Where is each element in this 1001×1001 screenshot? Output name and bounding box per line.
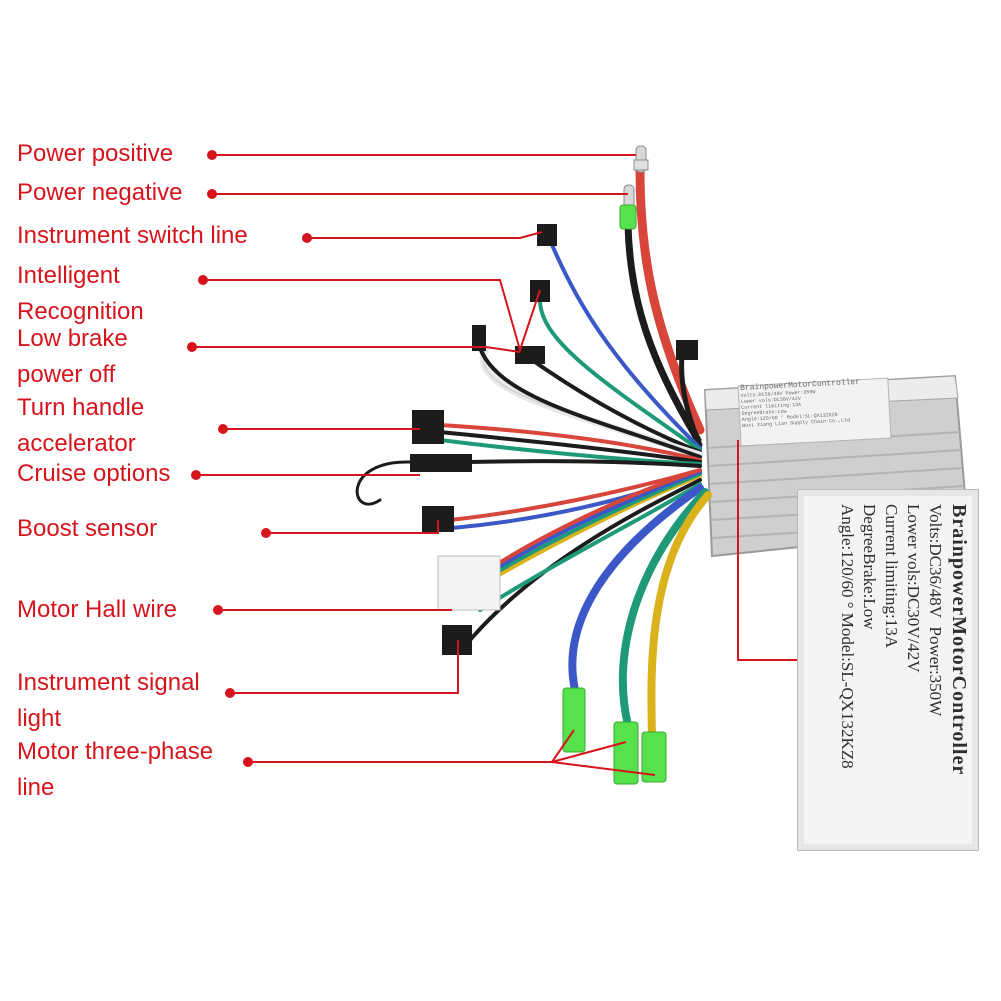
connector-cruise — [410, 454, 472, 472]
callout-line-label-zoom — [737, 440, 798, 661]
label-power-positive: Power positive — [17, 140, 174, 167]
label-motor-hall-wire: Motor Hall wire — [17, 596, 178, 623]
wire-blue-phase — [568, 484, 704, 694]
wire-green-signal — [478, 482, 702, 612]
label-motor-three-phase: Motor three-phase — [17, 738, 214, 765]
connector-hall — [437, 555, 501, 611]
callout-line-brake — [192, 346, 521, 353]
controller-label-zoom-text: BrainpowerMotorController Volts:DC36/48V… — [824, 504, 972, 834]
label-recognition: Recognition — [17, 298, 144, 325]
callout-dot-recognition — [198, 275, 208, 285]
label-instrument-signal: Instrument signal — [17, 669, 200, 696]
callout-line-switch — [307, 231, 543, 239]
callout-line-phase — [248, 729, 575, 763]
controller-volts: Volts:DC36/48V — [926, 504, 945, 618]
controller-lower-volts: Lower vols:DC30V/42V — [904, 504, 923, 673]
callout-line-phase-b — [551, 741, 627, 763]
callout-line-recognition — [203, 279, 541, 354]
label-accelerator: accelerator — [17, 430, 136, 457]
label-low-brake: Low brake — [17, 325, 128, 352]
label-signal-light: light — [17, 705, 62, 732]
label-intelligent: Intelligent — [17, 262, 120, 289]
controller-power: Power:350W — [926, 626, 945, 717]
label-power-negative: Power negative — [17, 179, 183, 206]
controller-title: BrainpowerMotorController — [948, 504, 970, 776]
phase-terminal-green — [613, 721, 639, 785]
callout-dot-power-positive — [207, 150, 217, 160]
controller-volts-power: Volts:DC36/48V Power:350W — [924, 504, 946, 834]
label-boost-sensor: Boost sensor — [17, 515, 158, 542]
wire-green-hall — [490, 472, 702, 577]
label-power-off: power off — [17, 361, 116, 388]
controller-angle-model: Angle:120/60 ° Model:SL-QX132KZ8 — [838, 504, 857, 769]
connector-top-small — [676, 340, 698, 360]
controller-degree: DegreeBrake:Low — [860, 504, 879, 630]
controller-small-label: BrainpowerMotorController Volts:DC36/48V… — [740, 378, 885, 445]
phase-terminal-blue — [562, 687, 586, 753]
callout-dot-boost — [261, 528, 271, 538]
wire-green-phase — [618, 488, 709, 729]
wire-blue-hall — [492, 470, 702, 572]
callout-dot-signal — [225, 688, 235, 698]
label-turn-handle: Turn handle — [17, 394, 145, 421]
motor-controller-housing — [703, 374, 970, 558]
connector-brake-a — [472, 325, 486, 351]
terminal-power-positive — [633, 145, 649, 173]
callout-lines — [192, 154, 798, 776]
callout-dot-brake — [187, 342, 197, 352]
callout-dot-phase — [243, 757, 253, 767]
wire-black-brake — [523, 353, 702, 454]
label-instrument-switch-line: Instrument switch line — [17, 222, 248, 249]
wire-green-recognition — [538, 298, 702, 452]
wire-black-brake-2 — [478, 346, 702, 459]
wire-red-handle — [438, 423, 702, 462]
wire-black-top-connector — [679, 352, 703, 448]
label-cruise-options: Cruise options — [17, 460, 171, 487]
callout-dot-cruise — [191, 470, 201, 480]
callout-line-phase-c — [551, 761, 656, 776]
wire-black-handle — [438, 430, 702, 464]
connector-brake-b — [515, 346, 545, 364]
controller-label-zoom-panel: BrainpowerMotorController Volts:DC36/48V… — [797, 489, 979, 851]
phase-terminal-yellow — [641, 731, 667, 783]
wire-black-signal — [468, 478, 702, 642]
connector-switch-line — [537, 224, 557, 246]
callout-dot-switch — [302, 233, 312, 243]
callout-line-boost — [266, 520, 439, 534]
callout-dot-hall — [213, 605, 223, 615]
wire-yellow-phase — [647, 491, 712, 739]
callout-line-signal — [230, 640, 459, 694]
wire-black-cruise — [468, 459, 702, 468]
wire-red-hall — [494, 468, 702, 567]
terminal-power-negative — [619, 184, 637, 230]
wire-harness — [355, 165, 712, 739]
callout-dot-handle — [218, 424, 228, 434]
connector-handle — [412, 410, 444, 444]
wire-blue-switch — [548, 238, 702, 450]
connectors — [410, 145, 698, 785]
wire-black-cruise-loop — [355, 460, 412, 506]
callout-dots — [187, 150, 312, 767]
controller-current: Current limiting:13A — [882, 504, 901, 649]
callout-dot-power-negative — [207, 189, 217, 199]
wire-black-power-negative — [624, 221, 702, 444]
label-phase-line: line — [17, 774, 55, 801]
